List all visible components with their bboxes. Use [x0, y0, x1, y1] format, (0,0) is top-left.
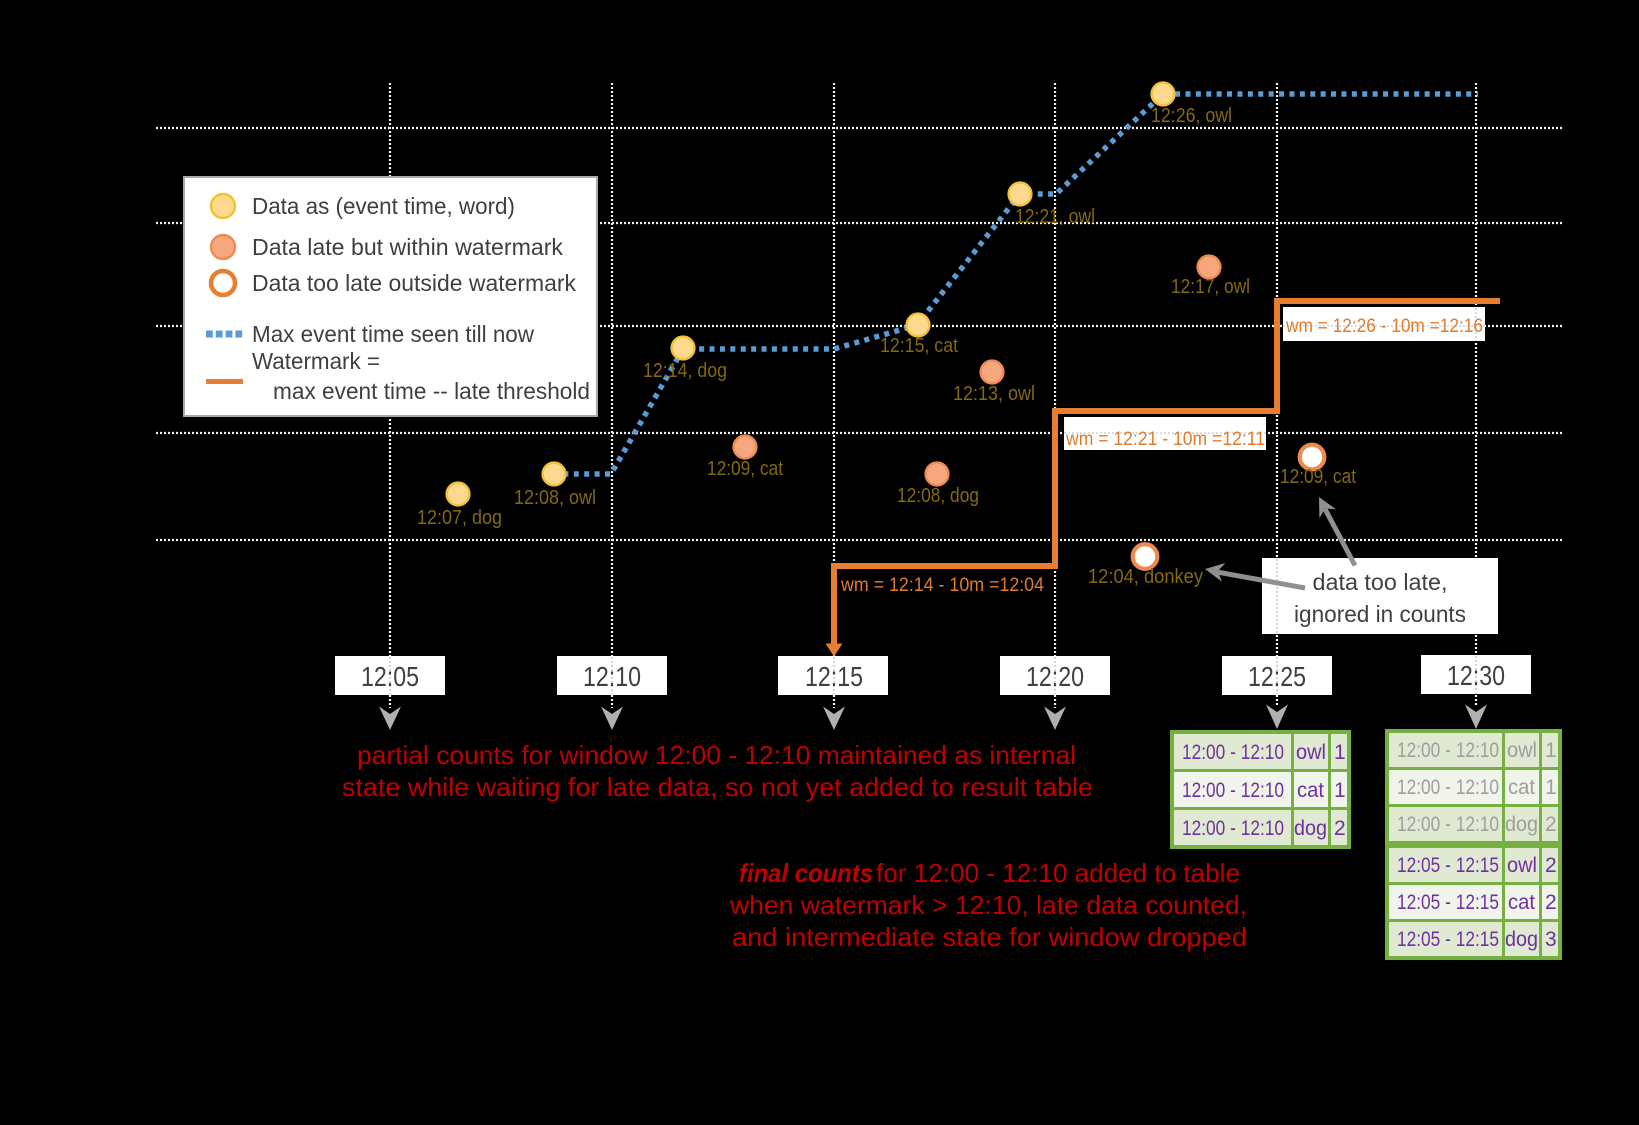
svg-text:12:07, dog: 12:07, dog — [417, 507, 502, 529]
svg-text:1: 1 — [1334, 741, 1346, 764]
svg-text:wm = 12:14 - 10m =12:04: wm = 12:14 - 10m =12:04 — [840, 574, 1044, 596]
svg-text:max event time -- late thresho: max event time -- late threshold — [273, 378, 590, 404]
svg-text:when watermark > 12:10, late d: when watermark > 12:10, late data counte… — [729, 890, 1247, 920]
svg-text:1: 1 — [1545, 739, 1557, 762]
svg-text:3: 3 — [1545, 928, 1557, 951]
svg-text:Data as (event time, word): Data as (event time, word) — [252, 193, 515, 219]
svg-text:12:00 - 12:10: 12:00 - 12:10 — [1397, 813, 1499, 836]
svg-text:12:26, owl: 12:26, owl — [1151, 105, 1232, 127]
svg-text:final counts: final counts — [739, 858, 873, 888]
svg-text:12:15: 12:15 — [805, 661, 863, 692]
svg-text:12:25: 12:25 — [1248, 661, 1306, 692]
svg-text:cat: cat — [1508, 891, 1535, 914]
svg-text:wm = 12:26 - 10m =12:16: wm = 12:26 - 10m =12:16 — [1285, 315, 1483, 337]
svg-text:2: 2 — [1334, 817, 1346, 840]
svg-text:12:20: 12:20 — [1026, 661, 1084, 692]
svg-text:12:05 - 12:15: 12:05 - 12:15 — [1397, 891, 1499, 914]
svg-text:12:08, owl: 12:08, owl — [514, 487, 596, 509]
svg-text:ignored in counts: ignored in counts — [1294, 601, 1466, 627]
svg-text:1: 1 — [1545, 776, 1557, 799]
svg-text:for 12:00 - 12:10 added to tab: for 12:00 - 12:10 added to table — [876, 858, 1240, 888]
svg-text:2: 2 — [1545, 854, 1557, 877]
svg-text:12:30: 12:30 — [1447, 660, 1505, 691]
svg-text:cat: cat — [1508, 776, 1535, 799]
svg-text:and intermediate state for win: and intermediate state for window droppe… — [732, 922, 1247, 952]
svg-text:12:13, owl: 12:13, owl — [953, 383, 1035, 405]
svg-text:partial counts for window 12:0: partial counts for window 12:00 - 12:10 … — [357, 740, 1076, 770]
svg-text:cat: cat — [1297, 779, 1324, 802]
svg-text:dog: dog — [1505, 813, 1538, 836]
svg-text:12:00 - 12:10: 12:00 - 12:10 — [1182, 741, 1284, 764]
svg-text:12:09, cat: 12:09, cat — [707, 458, 783, 480]
svg-text:12:05: 12:05 — [361, 661, 419, 692]
svg-text:2: 2 — [1545, 813, 1557, 836]
svg-text:Watermark =: Watermark = — [252, 348, 380, 374]
svg-text:12:21, owl: 12:21, owl — [1015, 206, 1095, 228]
svg-text:12:10: 12:10 — [583, 661, 641, 692]
svg-text:12:04, donkey: 12:04, donkey — [1088, 566, 1203, 588]
svg-text:2: 2 — [1545, 891, 1557, 914]
svg-text:12:05 - 12:15: 12:05 - 12:15 — [1397, 854, 1499, 877]
svg-text:Data late but within watermark: Data late but within watermark — [252, 234, 563, 260]
svg-text:12:09, cat: 12:09, cat — [1280, 466, 1356, 488]
svg-text:dog: dog — [1505, 928, 1538, 951]
svg-text:dog: dog — [1294, 817, 1327, 840]
svg-text:data too late,: data too late, — [1313, 569, 1448, 595]
svg-text:state while waiting for late d: state while waiting for late data, so no… — [342, 772, 1093, 802]
svg-text:12:08, dog: 12:08, dog — [897, 485, 979, 507]
svg-text:12:00 - 12:10: 12:00 - 12:10 — [1397, 776, 1499, 799]
svg-text:owl: owl — [1296, 741, 1326, 764]
svg-text:Data too late outside watermar: Data too late outside watermark — [252, 270, 576, 296]
svg-text:12:15, cat: 12:15, cat — [880, 335, 958, 357]
svg-text:12:00 - 12:10: 12:00 - 12:10 — [1397, 739, 1499, 762]
svg-text:1: 1 — [1334, 779, 1346, 802]
svg-text:wm = 12:21 - 10m =12:11: wm = 12:21 - 10m =12:11 — [1065, 428, 1265, 450]
svg-text:12:00 - 12:10: 12:00 - 12:10 — [1182, 817, 1284, 840]
svg-text:Max event time seen till now: Max event time seen till now — [252, 321, 534, 347]
svg-text:12:17, owl: 12:17, owl — [1171, 276, 1250, 298]
svg-text:owl: owl — [1507, 739, 1537, 762]
svg-text:12:00 - 12:10: 12:00 - 12:10 — [1182, 779, 1284, 802]
svg-text:owl: owl — [1507, 854, 1537, 877]
svg-text:12:14, dog: 12:14, dog — [643, 360, 727, 382]
svg-text:12:05 - 12:15: 12:05 - 12:15 — [1397, 928, 1499, 951]
